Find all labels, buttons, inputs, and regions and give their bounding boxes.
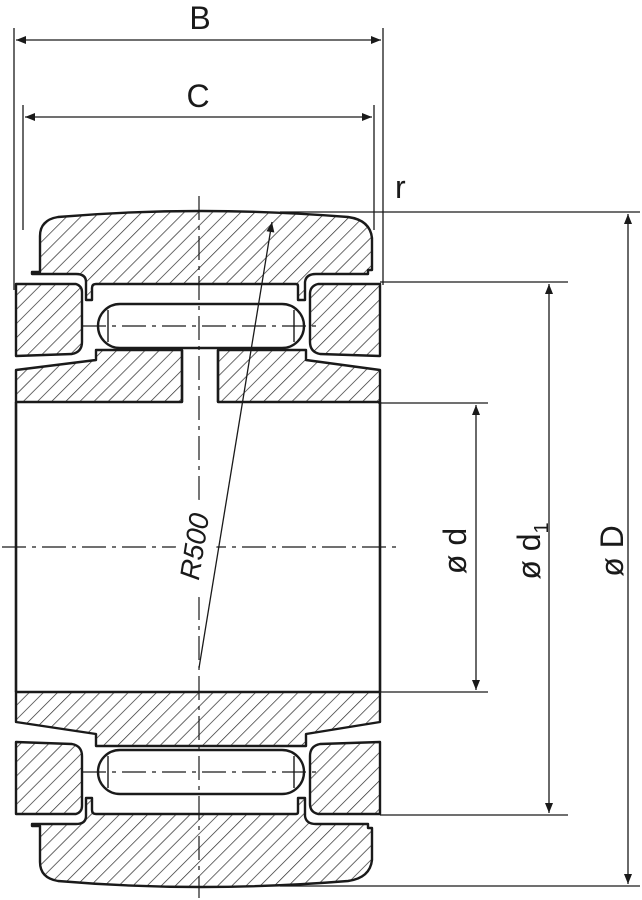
radius-r500-leader: [198, 221, 275, 669]
diameter-d1-label-main: ø d: [511, 533, 547, 579]
inner-ring-bottom-section: [14, 690, 382, 748]
inner-ring-top-right-section: [216, 348, 382, 404]
outer-ring-bottom-section: [30, 796, 374, 889]
dimension-c-label: C: [186, 78, 209, 114]
diameter-d1-label: ø d1: [511, 522, 553, 579]
diameter-d1-label-subscript: 1: [531, 522, 553, 533]
side-washer-right-top: [308, 282, 382, 358]
dimension-c: [22, 105, 375, 230]
dimension-b: [13, 28, 384, 290]
side-washer-right-bottom: [308, 740, 382, 816]
side-washer-left-top: [14, 282, 84, 358]
side-washer-left-bottom: [14, 740, 84, 816]
inner-ring-top-left-section: [14, 348, 184, 404]
radius-r500-label-background: [168, 497, 224, 599]
diameter-D-label: ø D: [594, 525, 630, 577]
dimension-b-label: B: [189, 0, 210, 36]
diameter-extension-lines: [280, 211, 640, 887]
lubrication-hole: [180, 350, 220, 402]
outer-ring-top-section: [30, 209, 374, 302]
diameter-d-label: ø d: [437, 528, 473, 574]
radius-r-label: r: [395, 169, 406, 205]
